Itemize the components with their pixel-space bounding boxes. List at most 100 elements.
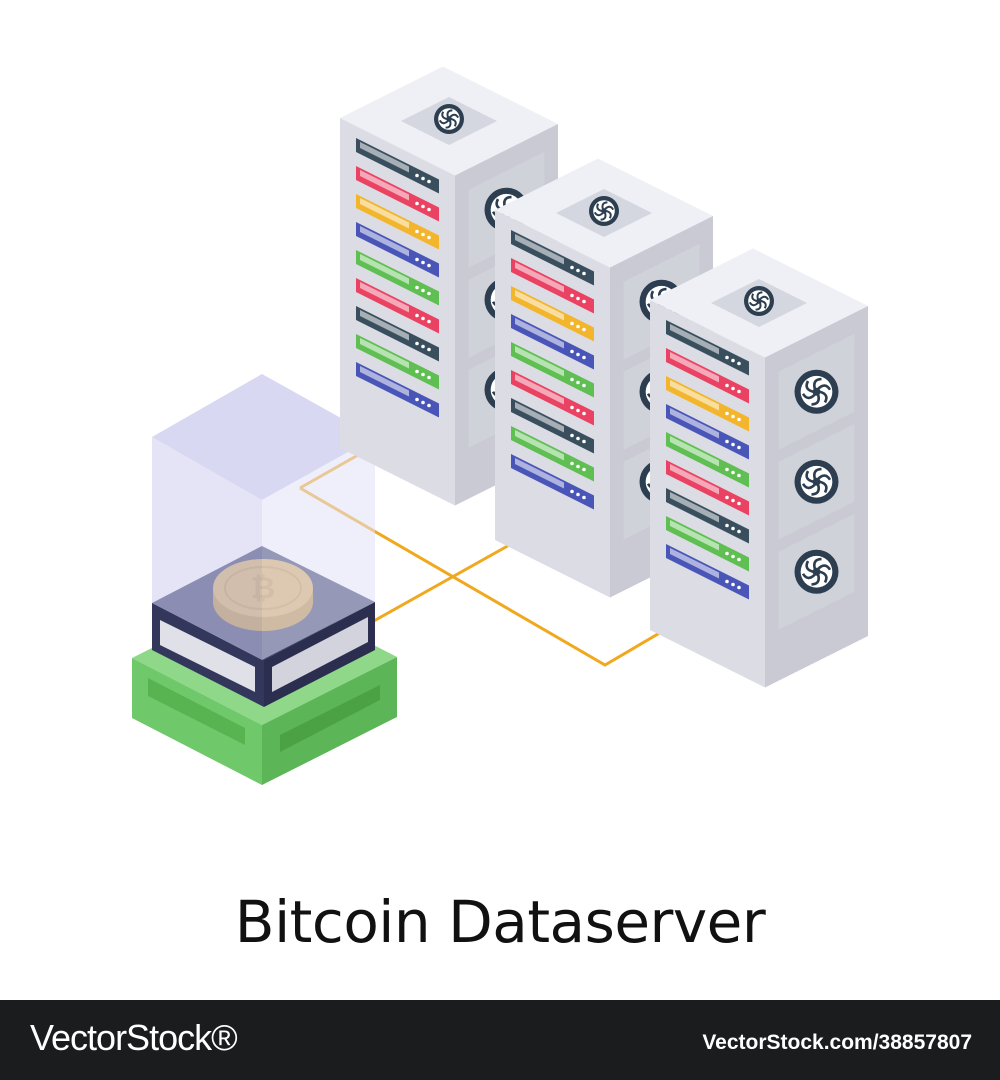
slot-led	[731, 358, 735, 363]
slot-led	[737, 585, 741, 590]
slot-highlight	[670, 436, 719, 467]
slot-highlight	[670, 464, 719, 495]
slot-highlight	[515, 458, 564, 489]
slot-highlight	[670, 492, 719, 523]
slot-led	[421, 176, 425, 181]
slot-led	[415, 229, 419, 234]
miner-panel	[272, 617, 368, 692]
slot-led	[415, 201, 419, 206]
slot-led	[427, 235, 431, 240]
brand-logo: VectorStock®	[30, 1017, 238, 1058]
slot-led	[576, 464, 580, 469]
slot-highlight	[515, 290, 564, 321]
slot-led	[582, 411, 586, 416]
slot-led	[582, 327, 586, 332]
slot-led	[725, 495, 729, 500]
slot-led	[725, 439, 729, 444]
slot-led	[415, 173, 419, 178]
fan-icon	[794, 369, 839, 414]
slot-led	[427, 319, 431, 324]
bitcoin-dataserver-illustration: ₿	[132, 66, 868, 785]
base-slot	[148, 678, 245, 745]
slot-led	[421, 400, 425, 405]
slot-led	[421, 316, 425, 321]
slot-led	[570, 489, 574, 494]
slot-led	[737, 501, 741, 506]
slot-highlight	[360, 198, 409, 229]
slot-led	[415, 313, 419, 318]
slot-led	[576, 352, 580, 357]
slot-led	[421, 204, 425, 209]
slot-highlight	[515, 374, 564, 405]
slot-led	[582, 299, 586, 304]
slot-led	[737, 473, 741, 478]
slot-led	[415, 341, 419, 346]
slot-highlight	[515, 430, 564, 461]
slot-led	[427, 403, 431, 408]
slot-led	[582, 355, 586, 360]
slot-led	[725, 383, 729, 388]
slot-led	[570, 433, 574, 438]
slot-highlight	[515, 234, 564, 265]
base-slot	[280, 685, 380, 752]
slot-led	[427, 375, 431, 380]
slot-led	[582, 495, 586, 500]
fan-icon	[434, 104, 464, 134]
slot-highlight	[360, 310, 409, 341]
slot-led	[421, 372, 425, 377]
slot-led	[570, 321, 574, 326]
server-rack-icon	[650, 248, 868, 688]
slot-highlight	[670, 408, 719, 439]
slot-led	[582, 439, 586, 444]
slot-led	[570, 461, 574, 466]
slot-led	[427, 263, 431, 268]
slot-led	[427, 207, 431, 212]
slot-highlight	[515, 402, 564, 433]
slot-led	[731, 470, 735, 475]
glass-top	[152, 374, 375, 500]
slot-led	[725, 411, 729, 416]
slot-led	[415, 257, 419, 262]
slot-highlight	[515, 346, 564, 377]
fan-icon	[589, 196, 619, 226]
glass-right	[262, 437, 375, 660]
slot-highlight	[360, 282, 409, 313]
server-racks	[340, 66, 868, 688]
slot-led	[737, 417, 741, 422]
slot-highlight	[670, 548, 719, 579]
caption-title: Bitcoin Dataserver	[234, 888, 766, 956]
miner-panel	[160, 620, 255, 692]
slot-led	[582, 467, 586, 472]
image-id: VectorStock.com/38857807	[702, 1031, 972, 1054]
slot-led	[576, 268, 580, 273]
slot-led	[576, 380, 580, 385]
slot-led	[415, 285, 419, 290]
slot-led	[576, 436, 580, 441]
slot-led	[725, 523, 729, 528]
slot-led	[731, 526, 735, 531]
watermark-footer: VectorStock® VectorStock.com/38857807	[0, 1000, 1000, 1080]
slot-led	[570, 377, 574, 382]
glass-left	[152, 437, 262, 660]
slot-led	[737, 361, 741, 366]
fan-icon	[794, 549, 839, 594]
slot-highlight	[360, 170, 409, 201]
slot-led	[427, 179, 431, 184]
slot-led	[737, 389, 741, 394]
slot-led	[576, 408, 580, 413]
slot-led	[725, 467, 729, 472]
slot-led	[415, 369, 419, 374]
slot-led	[737, 529, 741, 534]
slot-highlight	[360, 338, 409, 369]
slot-highlight	[360, 254, 409, 285]
fan-icon	[794, 459, 839, 504]
slot-led	[427, 347, 431, 352]
slot-highlight	[360, 142, 409, 173]
slot-highlight	[670, 520, 719, 551]
slot-highlight	[515, 262, 564, 293]
slot-led	[576, 492, 580, 497]
slot-led	[737, 445, 741, 450]
slot-led	[421, 344, 425, 349]
slot-led	[725, 551, 729, 556]
bitcoin-miner-device: ₿	[132, 374, 397, 785]
